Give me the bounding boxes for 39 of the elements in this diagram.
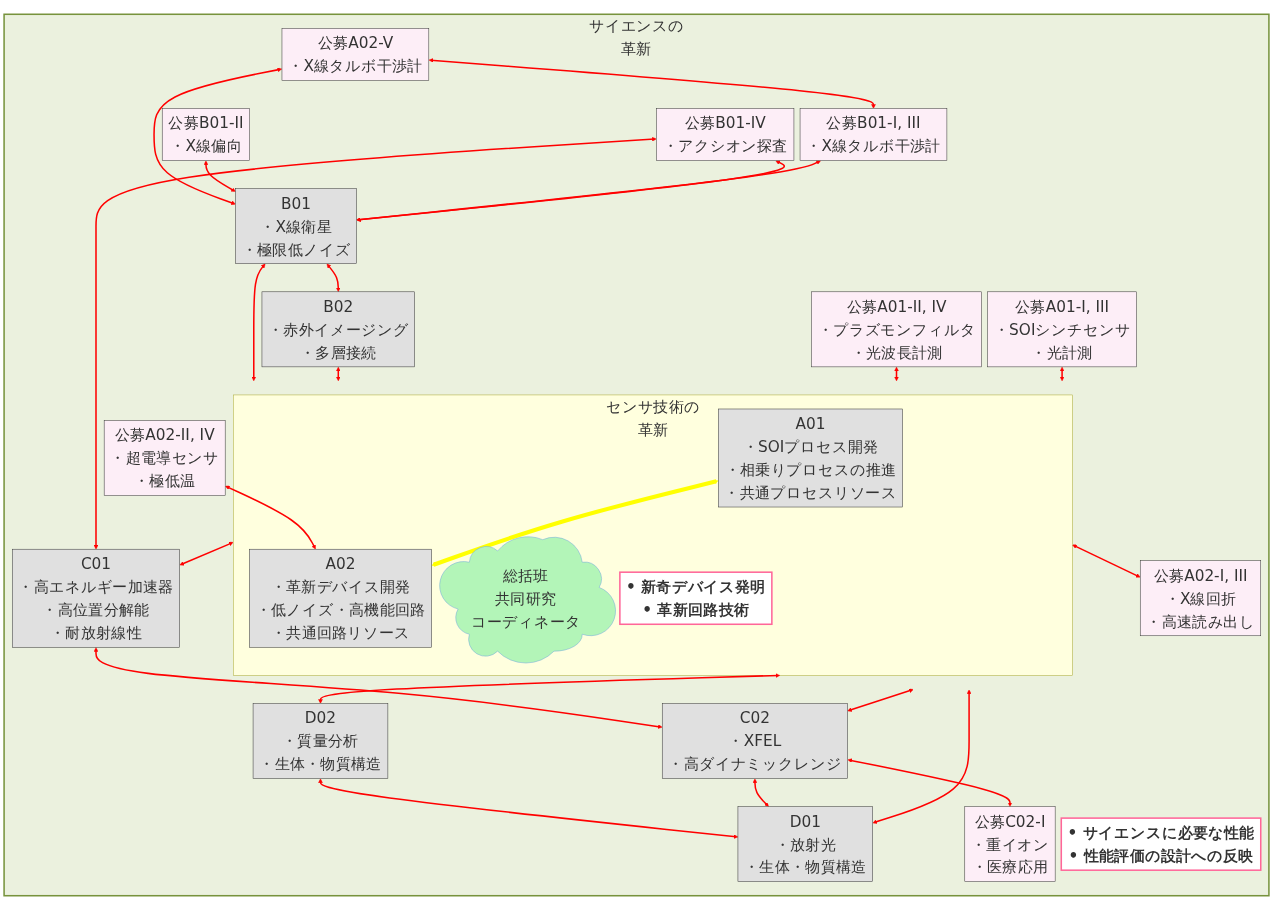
node-box: 公募A02-II, IV ・超電導センサ ・極低温 — [103, 420, 226, 496]
node-box: A02 ・革新デバイス開発 ・低ノイズ・高機能回路 ・共通回路リソース — [249, 548, 432, 648]
arrow — [847, 758, 1013, 807]
node-box: A01 ・SOIプロセス開発 ・相乗りプロセスの推進 ・共通プロセスリソース — [718, 408, 903, 508]
node-box: D01 ・放射光 ・生体・物質構造 — [737, 806, 873, 882]
node-box: 公募B01-IV ・アクシオン探査 — [656, 108, 795, 161]
node-box: 公募B01-I, III ・X線タルボ干渉計 — [799, 108, 948, 161]
node-box: 公募C02-I ・重イオン ・医療応用 — [964, 806, 1056, 882]
node-box: 公募A01-I, III ・SOIシンチセンサ ・光計測 — [987, 291, 1137, 368]
node-box: 公募A02-V ・X線タルボ干渉計 — [281, 28, 430, 81]
arrow — [318, 673, 781, 704]
arrow — [179, 541, 234, 566]
arrow — [1059, 366, 1065, 382]
arrow — [336, 366, 341, 382]
node-box: B02 ・赤外イメージング ・多層接続 — [261, 291, 415, 368]
node-box: 公募B01-II ・X線偏向 — [161, 108, 250, 161]
arrow — [203, 160, 236, 192]
arrow — [428, 58, 876, 109]
arrow — [894, 366, 899, 382]
arrow — [93, 647, 663, 729]
node-box: 公募A02-I, III ・X線回折 ・高速読み出し — [1140, 560, 1261, 636]
arrow — [847, 688, 914, 712]
node-box: C02 ・XFEL ・高ダイナミックレンジ — [661, 703, 848, 779]
node-box: D02 ・質量分析 ・生体・物質構造 — [252, 703, 389, 779]
arrow — [318, 778, 739, 839]
node-box: • 新奇デバイス発明 • 革新回路技術 — [619, 571, 773, 626]
arrow — [225, 485, 316, 550]
arrow — [431, 479, 719, 567]
node-box: 公募A01-II, IV ・プラズモンフィルタ ・光波長計測 — [811, 291, 982, 368]
node-box: C01 ・高エネルギー加速器 ・高位置分解能 ・耐放射線性 — [12, 548, 180, 648]
arrow — [326, 263, 341, 292]
arrow — [251, 263, 266, 382]
node-box: B01 ・X線衛星 ・極限低ノイズ — [235, 188, 357, 264]
arrow — [1072, 544, 1141, 578]
node-box: • サイエンスに必要な性能 • 性能評価の設計への反映 — [1060, 817, 1262, 871]
arrow — [752, 778, 769, 807]
arrow — [872, 689, 972, 824]
arrow — [153, 67, 282, 205]
arrow — [93, 136, 657, 550]
